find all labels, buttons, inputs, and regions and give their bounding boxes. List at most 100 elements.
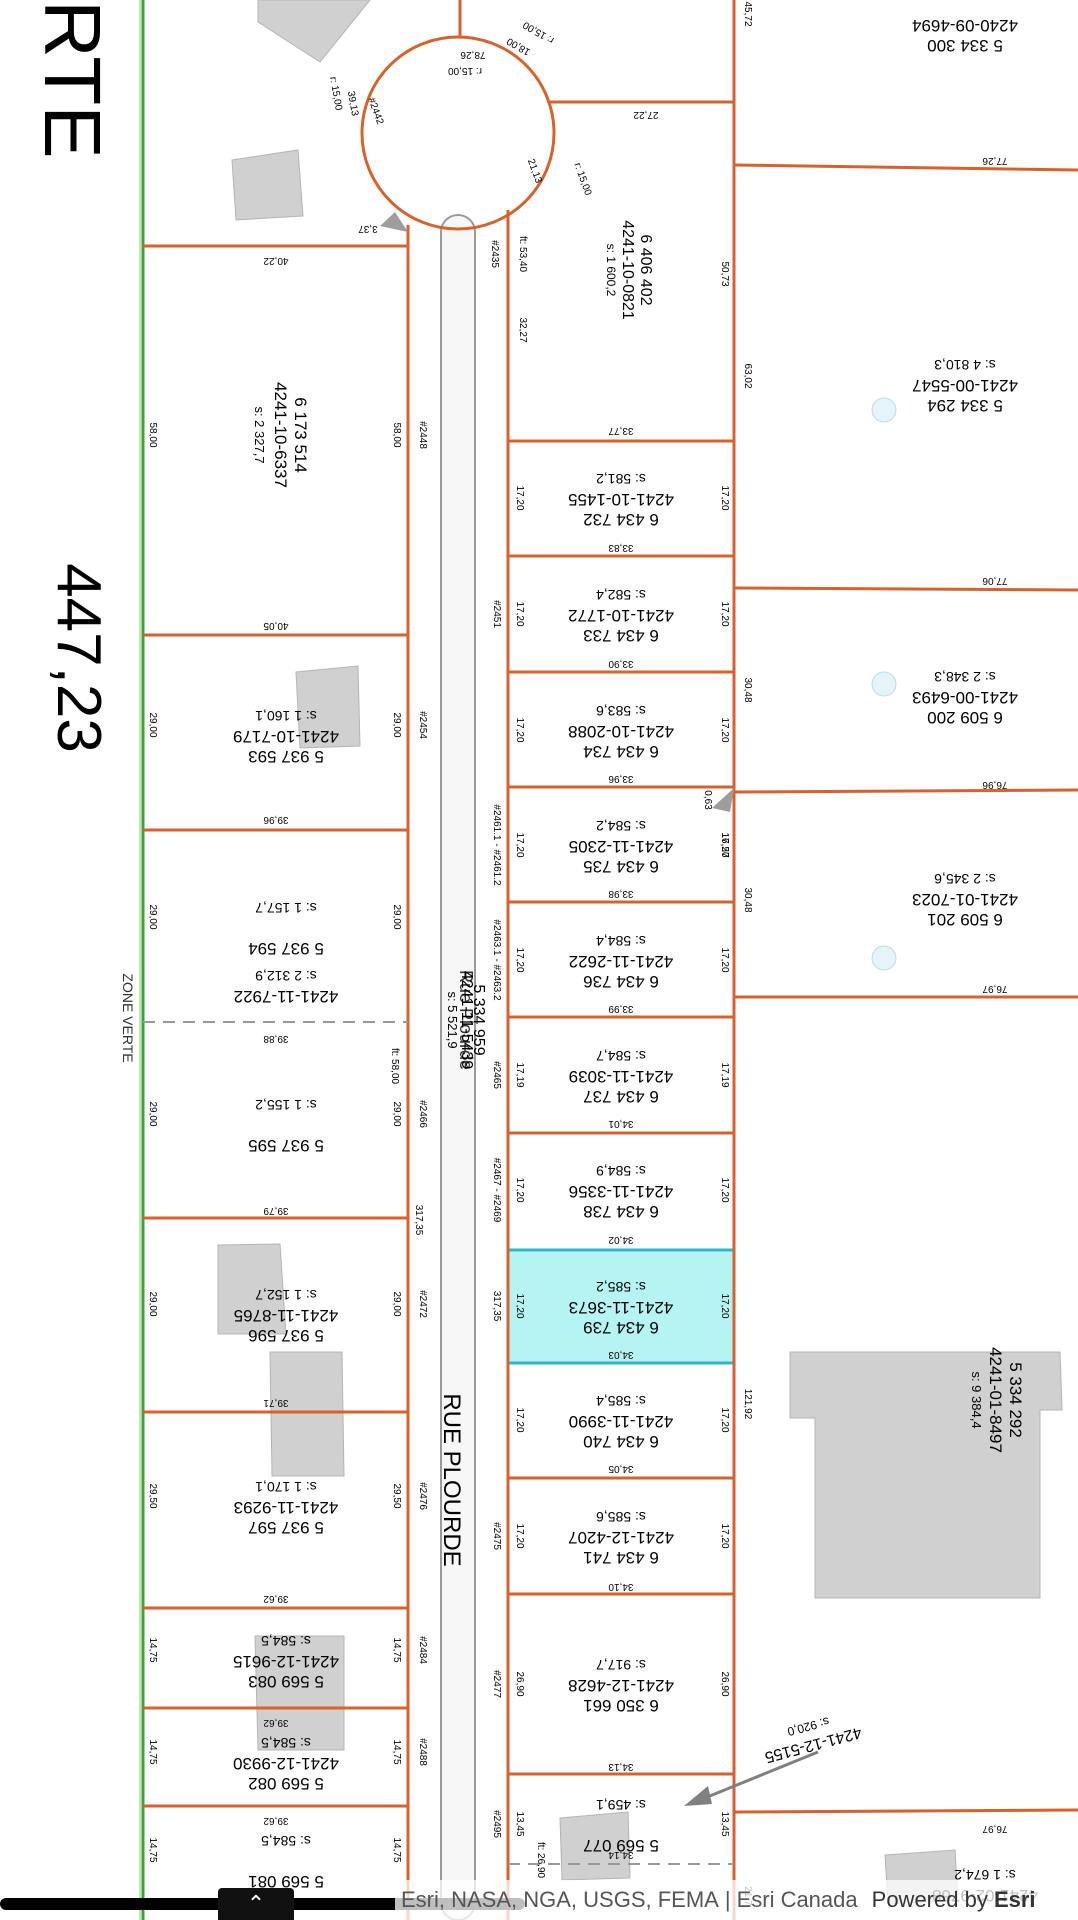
right-lot-dim-right: 17,19 — [719, 1062, 730, 1087]
right-lot-area: s: 584,7 — [596, 1048, 646, 1064]
right-lot-dim-right: 26,90 — [719, 1671, 730, 1696]
side-dimension: 30,48 — [742, 677, 753, 702]
far-right-lot-area: s: 2 345,6 — [934, 871, 996, 887]
left-lot-number: 5 937 593 — [248, 747, 324, 766]
collapse-button[interactable]: ⌃ — [218, 1888, 294, 1920]
right-lot-dim-right: 17,20 — [719, 1177, 730, 1202]
left-lot-civic: #2484 — [417, 1636, 428, 1664]
left-lot-dim-inner: 29,50 — [391, 1483, 402, 1508]
selected-parcel-6434739[interactable] — [506, 1248, 736, 1365]
pointer-marker — [380, 212, 408, 232]
right-lot-number: 6 434 733 — [583, 626, 659, 645]
right-lot-civic: 317,35 — [491, 1291, 502, 1322]
left-lot-civic: #2448 — [417, 421, 428, 449]
bottom-front-label: ft: 26,90 — [535, 1842, 546, 1879]
arrow-icon — [684, 1750, 819, 1806]
left-lot-dim-outer: 29,00 — [147, 712, 158, 737]
far-right-lot-matricule: 4241-01-7023 — [912, 890, 1018, 909]
right-lot-width: 33,99 — [608, 1003, 633, 1014]
far-right-lot-width: 77,26 — [982, 155, 1007, 166]
street-parcel-lot: 5 334 959 — [470, 984, 487, 1055]
left-lot-width: 39,62 — [263, 1717, 288, 1728]
culdesac-dim-4: 18,00 — [505, 35, 533, 57]
attribution-sources: Esri, NASA, NGA, USGS, FEMA — [401, 1887, 719, 1912]
left-lot-width: 40,22 — [263, 255, 288, 266]
left-lot-civic: #2472 — [417, 1290, 428, 1318]
left-lot-dim-outer: 14,75 — [147, 1837, 158, 1862]
powered-by-label[interactable]: Powered by Esri — [872, 1887, 1036, 1913]
left-lot-number: 5 937 596 — [248, 1326, 324, 1345]
left-lot-dim-inner: 29,00 — [391, 1291, 402, 1316]
culdesac-dim-3: r: 15,00 — [521, 19, 556, 46]
left-lot-number: 6 173 514 — [291, 397, 310, 473]
left-lot-dim-outer: 14,75 — [147, 1637, 158, 1662]
left-lot-area: s: 2 327,7 — [252, 406, 267, 463]
left-lot-dim-inner: 14,75 — [391, 1739, 402, 1764]
left-lot-dim-inner: 29,00 — [391, 904, 402, 929]
attribution-separator: | — [724, 1887, 731, 1912]
powered-by-brand: Esri — [993, 1887, 1036, 1912]
far-right-lot-width: 76,97 — [982, 1823, 1007, 1834]
left-lot-matricule: 4241-11-8765 — [234, 1306, 339, 1325]
right-lot-area: s: 583,6 — [596, 703, 646, 719]
right-lot-dim-left: 13,45 — [514, 1811, 525, 1836]
right-lot-number: 6 434 737 — [583, 1087, 659, 1106]
far-right-lot-area: s: 1 674,2 — [954, 1867, 1016, 1883]
right-lot-number: 6 434 738 — [583, 1202, 659, 1221]
right-lot-area: s: 917,7 — [596, 1657, 646, 1673]
right-lot-area: s: 581,2 — [596, 471, 646, 487]
left-lot-area: s: 584,5 — [261, 1833, 311, 1849]
culdesac-dim-8: r: 15,00 — [571, 161, 593, 197]
left-lot-matricule: 4241-12-9930 — [233, 1754, 339, 1773]
far-right-lot-number: 6 509 200 — [927, 708, 1003, 727]
far-right-lot-width: 77,06 — [982, 575, 1007, 586]
far-right-lot-number: 5 334 300 — [927, 36, 1003, 55]
right-lot-width: 33,96 — [608, 773, 633, 784]
left-lot-width: 39,71 — [263, 1397, 288, 1408]
left-lot-area: s: 2 312,9 — [255, 968, 317, 984]
right-lot-civic: #2451 — [491, 600, 502, 628]
side-dimension: 121,92 — [742, 1389, 753, 1420]
left-lot-number: 5 937 595 — [248, 1136, 324, 1155]
left-lot-area: s: 1 157,7 — [255, 900, 317, 916]
left-lot-area: s: 1 170,1 — [255, 1479, 317, 1495]
left-lot-civic: #2466 — [417, 1100, 428, 1128]
street-parcel-name: Rue Plourde — [456, 970, 476, 1070]
parcel-lines — [143, 0, 1078, 1920]
right-lot-dim-right: 17,20 — [719, 1407, 730, 1432]
left-lot-area: s: 584,5 — [261, 1633, 311, 1649]
right-lot-area: s: 584,4 — [596, 933, 646, 949]
right-lot-width: 34,01 — [608, 1118, 633, 1129]
left-lot-area: s: 584,5 — [261, 1735, 311, 1751]
right-lot-matricule: 4241-12-4628 — [568, 1676, 674, 1695]
far-right-lot-matricule: 4240-09-4694 — [912, 16, 1018, 35]
right-lot-width: 34,02 — [608, 1234, 633, 1245]
right-lot-dim-left: 17,20 — [514, 1523, 525, 1548]
far-right-lot-matricule: 4241-01-8497 — [986, 1347, 1005, 1453]
map-attribution[interactable]: Esri, NASA, NGA, USGS, FEMA | Esri Canad… — [395, 1880, 1042, 1920]
right-lot-civic: #2463.1 - #2463.2 — [491, 919, 502, 1001]
right-lot-matricule: 4241-12-4207 — [568, 1528, 674, 1547]
right-lot-civic: #2467 - #2469 — [491, 1158, 502, 1223]
right-lot-number: 6 434 741 — [583, 1548, 659, 1567]
right-lot-width: 33,90 — [608, 658, 633, 669]
right-lot-dim-left: 17,20 — [514, 1293, 525, 1318]
left-lot-dim-outer: 29,50 — [147, 1483, 158, 1508]
left-lot-dim-inner: 14,75 — [391, 1837, 402, 1862]
right-lot-dim-left: 17,20 — [514, 832, 525, 857]
right-lot-dim-right: 17,20 — [719, 832, 730, 857]
left-lot-width: 39,88 — [263, 1033, 288, 1044]
street-rue-plourde[interactable] — [440, 214, 476, 1920]
left-lot-width: 40,05 — [263, 620, 288, 631]
right-lot-number: 6 434 736 — [583, 972, 659, 991]
right-lot-dim-right: 17,20 — [719, 1523, 730, 1548]
culdesac-matricule: 4241-10-0821 — [619, 220, 636, 320]
right-lot-width: 33,83 — [608, 542, 633, 553]
right-lot-dim-right: 17,20 — [719, 1293, 730, 1318]
right-lot-dim-left: 17,19 — [514, 1062, 525, 1087]
right-lot-dim-left: 17,20 — [514, 947, 525, 972]
side-dimension: 30,48 — [742, 887, 753, 912]
